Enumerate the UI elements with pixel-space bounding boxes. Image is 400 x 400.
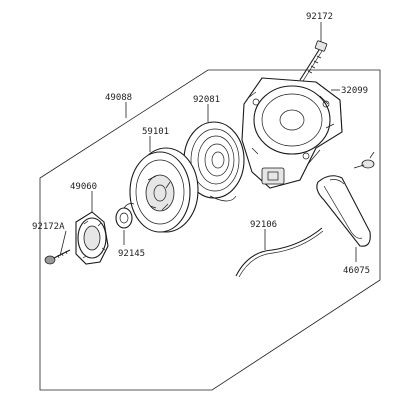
screw-92172	[299, 40, 328, 82]
recoil-reel	[129, 147, 199, 233]
assembly-frame	[39, 69, 381, 391]
leader-lines	[59, 22, 357, 262]
starter-rope	[235, 227, 324, 278]
label-49060: 49060	[70, 182, 97, 192]
recoil-spring	[183, 121, 245, 202]
label-92106: 92106	[250, 220, 277, 230]
recoil-housing	[241, 77, 343, 189]
label-46075: 46075	[343, 266, 370, 276]
label-92145: 92145	[118, 249, 145, 259]
label-92081: 92081	[193, 95, 220, 105]
bolt-92172a	[44, 249, 71, 265]
label-49088: 49088	[105, 93, 132, 103]
label-59101: 59101	[142, 127, 169, 137]
label-92172: 92172	[306, 12, 333, 22]
starter-handle	[316, 151, 375, 247]
label-92172a: 92172A	[32, 222, 65, 232]
label-32099: 32099	[341, 86, 368, 96]
ratchet	[75, 211, 109, 265]
pawl-spring	[115, 203, 135, 229]
